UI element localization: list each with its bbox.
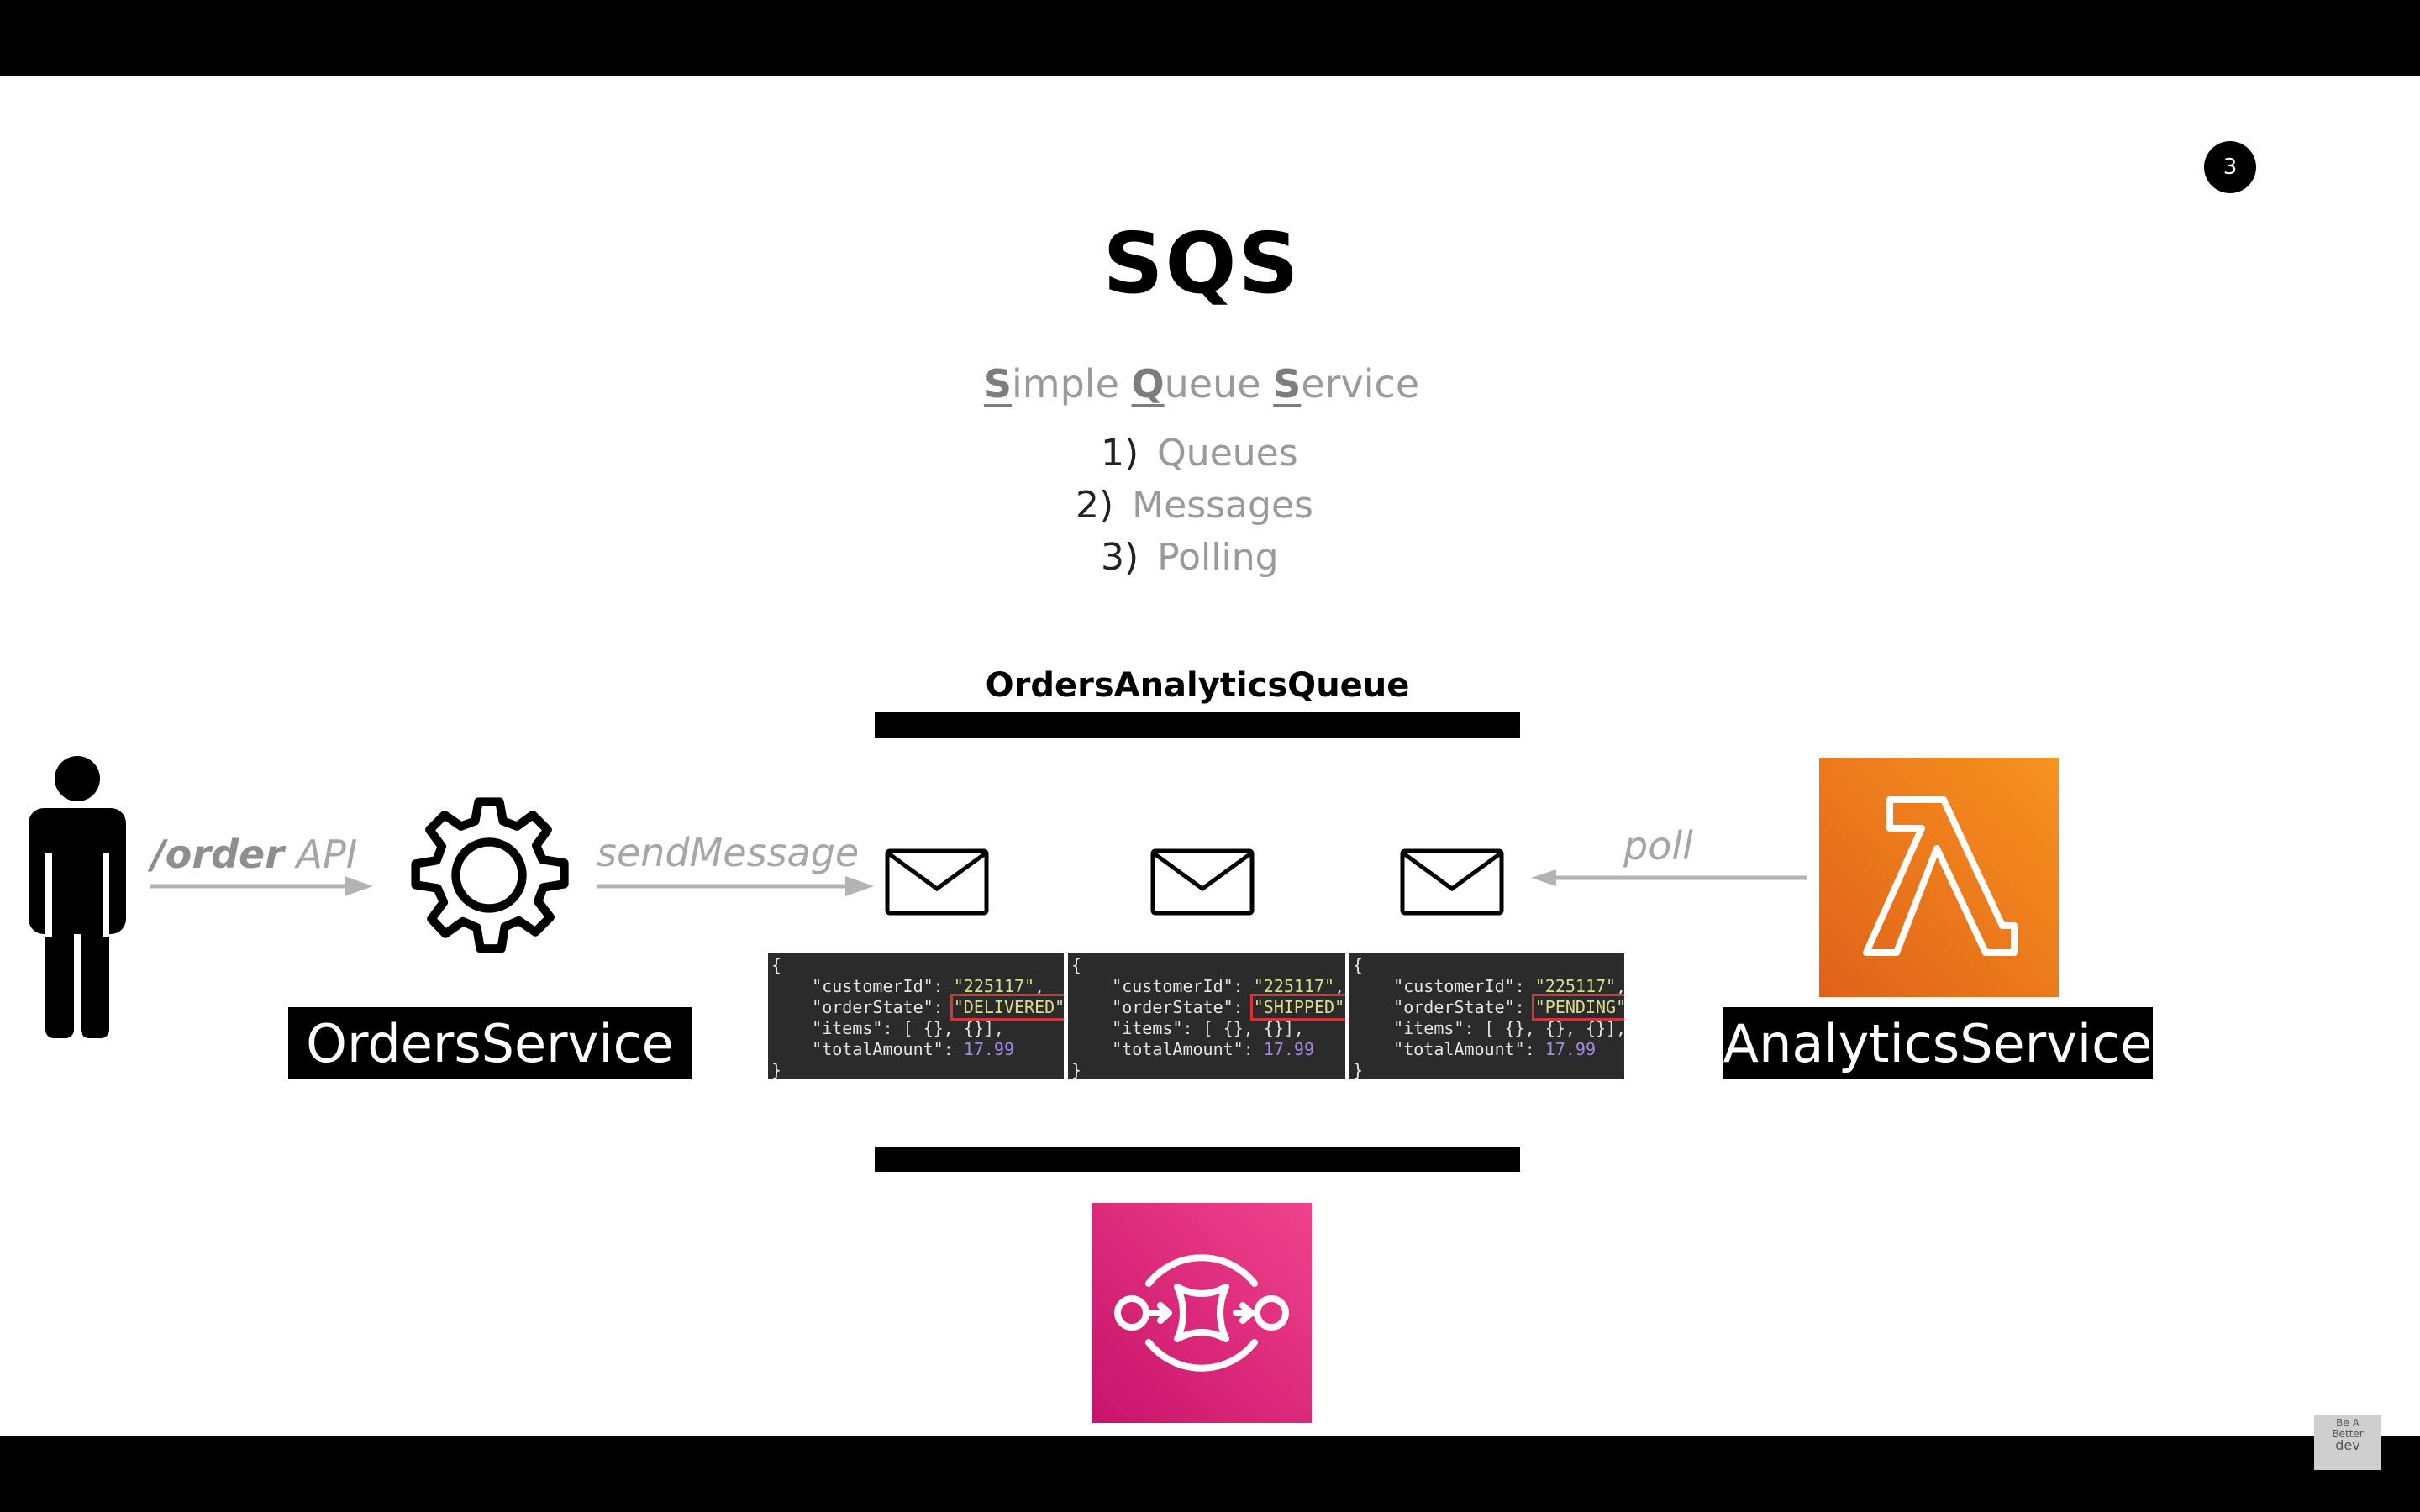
aws-lambda-logo-icon: [1819, 758, 2059, 997]
subtitle-initial-q: Q: [1131, 361, 1165, 407]
json-value: 17.99: [1544, 1039, 1597, 1059]
user-person-icon: [29, 756, 126, 1038]
json-value: "225117": [953, 976, 1035, 996]
slide-subtitle: Simple Queue Service: [0, 361, 2403, 407]
poll-arrow-icon: [1531, 869, 1807, 886]
api-path: /order: [151, 832, 284, 877]
message-json-card: { "customerId": "225117", "orderState": …: [1068, 953, 1345, 1079]
slide-number-badge: 3: [2204, 141, 2256, 193]
order-state-highlight: "SHIPPED": [1249, 994, 1345, 1021]
json-key: "customerId":: [1112, 976, 1254, 996]
json-key: "items":: [812, 1018, 903, 1038]
orders-service-label: OrdersService: [288, 1007, 692, 1079]
list-number: 1): [1101, 432, 1139, 475]
json-key: "orderState":: [812, 997, 954, 1017]
json-key: "totalAmount":: [812, 1039, 964, 1059]
subtitle-initial-s2: S: [1273, 361, 1302, 407]
watermark-line: dev: [2335, 1437, 2360, 1453]
json-value: 17.99: [1263, 1039, 1315, 1059]
json-brace: {: [1353, 955, 1364, 975]
json-value: "225117": [1253, 976, 1335, 996]
analytics-service-label: AnalyticsService: [1723, 1007, 2153, 1079]
list-item-messages: 2) Messages: [1076, 484, 1313, 527]
json-key: "orderState":: [1393, 997, 1535, 1017]
json-key: "customerId":: [812, 976, 954, 996]
json-brace: {: [1071, 955, 1082, 975]
api-arrow-icon: [150, 876, 373, 896]
gear-icon: [411, 797, 569, 953]
list-item-queues: 1) Queues: [1101, 432, 1298, 475]
send-message-label: sendMessage: [597, 830, 860, 875]
watermark-line: Be A: [2336, 1417, 2360, 1429]
aws-sqs-logo-icon: [1092, 1203, 1312, 1423]
list-number: 2): [1076, 484, 1114, 527]
order-state-highlight: "PENDING": [1531, 994, 1624, 1021]
json-key: "items":: [1393, 1018, 1485, 1038]
api-label: /order API: [151, 832, 357, 877]
json-brace: }: [1353, 1060, 1364, 1079]
list-item-polling: 3) Polling: [1101, 536, 1279, 579]
message-envelope-icon: [1150, 848, 1255, 916]
queue-bottom-rail: [875, 1147, 1520, 1172]
list-text: Queues: [1157, 432, 1298, 475]
json-brace: }: [1071, 1060, 1082, 1079]
watermark-line: Better: [2332, 1428, 2364, 1440]
json-brace: {: [771, 955, 782, 975]
list-text: Messages: [1132, 484, 1313, 527]
json-brace: }: [771, 1060, 782, 1079]
subtitle-rest-2: ueue: [1164, 361, 1274, 407]
queue-top-rail: [875, 712, 1520, 738]
list-number: 3): [1101, 536, 1139, 579]
json-value: [ {}, {}, {}],: [1484, 1018, 1624, 1038]
queue-name-label: OrdersAnalyticsQueue: [985, 666, 1410, 705]
subtitle-rest-3: ervice: [1301, 361, 1420, 407]
poll-label: poll: [1623, 823, 1693, 869]
json-value: 17.99: [963, 1039, 1015, 1059]
message-json-card: { "customerId": "225117", "orderState": …: [768, 953, 1064, 1079]
json-value: [ {}, {}],: [1202, 1018, 1304, 1038]
subtitle-rest-1: imple: [1012, 361, 1132, 407]
json-value: "225117": [1534, 976, 1617, 996]
list-text: Polling: [1157, 536, 1279, 579]
json-key: "customerId":: [1393, 976, 1535, 996]
top-letterbox-bar: [0, 0, 2420, 76]
json-value: [ {}, {}],: [902, 1018, 1004, 1038]
json-key: "totalAmount":: [1393, 1039, 1545, 1059]
json-key: "totalAmount":: [1112, 1039, 1264, 1059]
message-json-card: { "customerId": "225117", "orderState": …: [1349, 953, 1624, 1079]
channel-watermark-logo: Be A Better dev: [2314, 1415, 2381, 1470]
slide-title: SQS: [1102, 214, 1301, 312]
bottom-letterbox-bar: [0, 1436, 2420, 1512]
order-state-highlight: "DELIVERED": [950, 994, 1064, 1021]
send-message-arrow-icon: [597, 876, 874, 896]
subtitle-initial-s1: S: [983, 361, 1013, 407]
json-key: "orderState":: [1112, 997, 1254, 1017]
message-envelope-icon: [885, 848, 989, 916]
message-envelope-icon: [1400, 848, 1504, 916]
json-key: "items":: [1112, 1018, 1203, 1038]
api-suffix: API: [283, 832, 358, 877]
